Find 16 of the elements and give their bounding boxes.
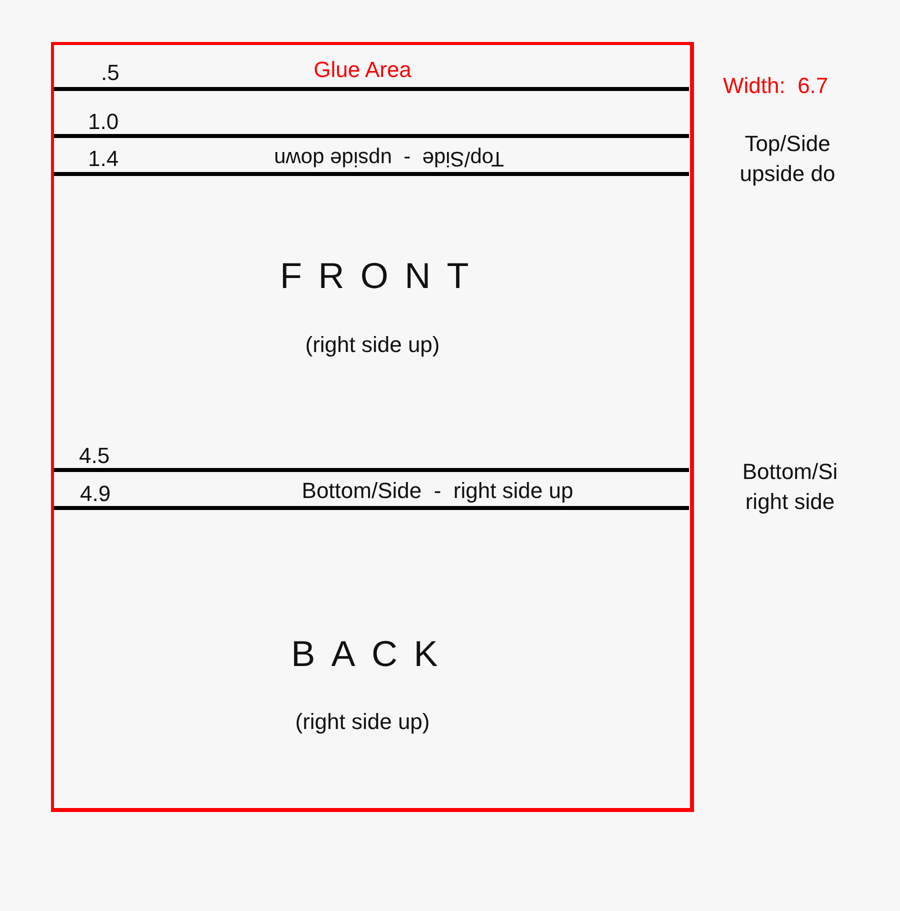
orientation-note: (right side up) <box>295 709 430 735</box>
label-template-outline <box>51 42 694 812</box>
measurement-label: 1.0 <box>88 109 119 135</box>
measurement-label: .5 <box>101 60 120 86</box>
panel-title: Glue Area <box>314 57 412 83</box>
orientation-note: (right side up) <box>305 332 440 358</box>
measurement-label: 4.5 <box>79 443 110 469</box>
panel-title: Top/Side - upside down <box>274 146 504 170</box>
side-note: Top/Side upside do <box>738 130 836 188</box>
measurement-label: 1.4 <box>88 146 119 172</box>
dimension-note: Width: 6.7 <box>723 73 828 99</box>
measurement-label: 4.9 <box>80 481 111 507</box>
panel-title: FRONT <box>280 255 485 297</box>
panel-title: BACK <box>291 633 454 675</box>
panel-title: Bottom/Side - right side up <box>302 478 574 504</box>
side-note: Bottom/Si right side <box>741 458 839 516</box>
